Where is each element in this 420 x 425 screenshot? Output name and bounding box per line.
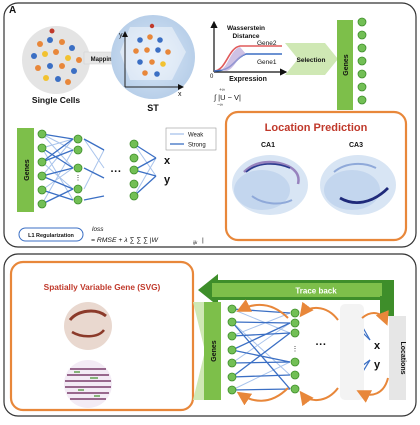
selection-label: Selection (297, 57, 326, 64)
location-prediction-box: Location Prediction CA1 CA3 (224, 110, 408, 242)
locations-bar (389, 316, 406, 400)
ca1-tissue-map (232, 155, 308, 215)
distance-area (220, 47, 246, 71)
output-y-a: y (164, 174, 171, 186)
single-cells-group: Single Cells (22, 26, 90, 105)
genes-bar-left (17, 128, 34, 212)
l1-regularization-label: L1 Regularization (28, 233, 74, 239)
weight-legend: Weak Strong (165, 127, 217, 151)
output-y-b: y (374, 359, 381, 371)
panel-a-frame (3, 2, 417, 248)
spot-grid-image (64, 360, 112, 408)
tick-zero: 0 (210, 74, 214, 80)
genes-label-b: Genes (211, 340, 218, 362)
st-axis-y: y (119, 32, 123, 39)
genes-bar-b (204, 302, 221, 400)
loss-formula-close: | (202, 237, 204, 244)
st-circle (111, 15, 195, 99)
wasserstein-title-line2: Distance (232, 33, 259, 40)
histology-image (64, 302, 112, 350)
st-group: y x ST (111, 15, 195, 113)
cell-dots (31, 28, 82, 85)
loss-label: loss (92, 226, 104, 233)
trace-back-arrow-icon: Trace back (198, 274, 394, 306)
gene2-label: Gene2 (257, 40, 277, 47)
selection-arrow-icon: Selection (285, 43, 338, 75)
legend-strong: Strong (188, 143, 206, 149)
single-cells-label: Single Cells (32, 95, 80, 105)
network-edges-a (41, 133, 157, 205)
ca3-tissue-map (320, 155, 396, 215)
trace-back-stem (380, 296, 394, 316)
genes-label-left: Genes (24, 159, 31, 181)
ca1-label: CA1 (261, 142, 275, 149)
l1-regularization-pill (18, 227, 84, 242)
genes-label-top: Genes (343, 54, 350, 76)
network-nodes-a (37, 129, 139, 209)
expression-label: Expression (229, 76, 267, 83)
gene-nodes-top (357, 17, 367, 105)
trace-arrows (236, 299, 389, 407)
vertical-dots-1: ⋮ (75, 175, 82, 182)
output-x-b: x (374, 340, 381, 352)
integral-formula: ∫ |U − V| (213, 93, 241, 102)
wasserstein-plot: Wasserstein Distance Gene2 Gene1 0 Expre… (210, 20, 288, 107)
panel-b-frame (3, 253, 417, 417)
trace-back-label: Trace back (295, 287, 337, 296)
genes-bar-top (337, 20, 353, 110)
loss-subscript: ijk (193, 240, 198, 245)
locations-label: Locations (399, 341, 406, 374)
st-label: ST (147, 103, 159, 113)
svg-result-box: Spatially Variable Gene (SVG) (9, 260, 195, 412)
ellipsis-a: ··· (111, 166, 122, 178)
vertical-dots-b: ⋮ (292, 346, 299, 353)
loss-formula: = RMSE + λ ∑ ∑ ∑ |W (91, 237, 158, 244)
st-axis-x: x (178, 91, 182, 98)
panel-a-letter: A (9, 5, 16, 16)
location-title: Location Prediction (265, 122, 368, 134)
output-x-a: x (164, 155, 171, 167)
st-hexagon (120, 27, 186, 80)
st-dots (133, 23, 171, 77)
wasserstein-title-line1: Wasserstein (227, 25, 265, 32)
gene1-label: Gene1 (257, 59, 277, 66)
integral-lower: −∞ (217, 102, 223, 107)
legend-weak: Weak (188, 133, 204, 139)
ellipsis-b: ··· (316, 339, 327, 351)
ca3-label: CA3 (349, 142, 363, 149)
hidden-layer-block (340, 304, 364, 400)
integral-upper: +∞ (219, 87, 225, 92)
mapping-label: Mapping (91, 57, 116, 63)
svg-title: Spatially Variable Gene (SVG) (44, 282, 161, 292)
